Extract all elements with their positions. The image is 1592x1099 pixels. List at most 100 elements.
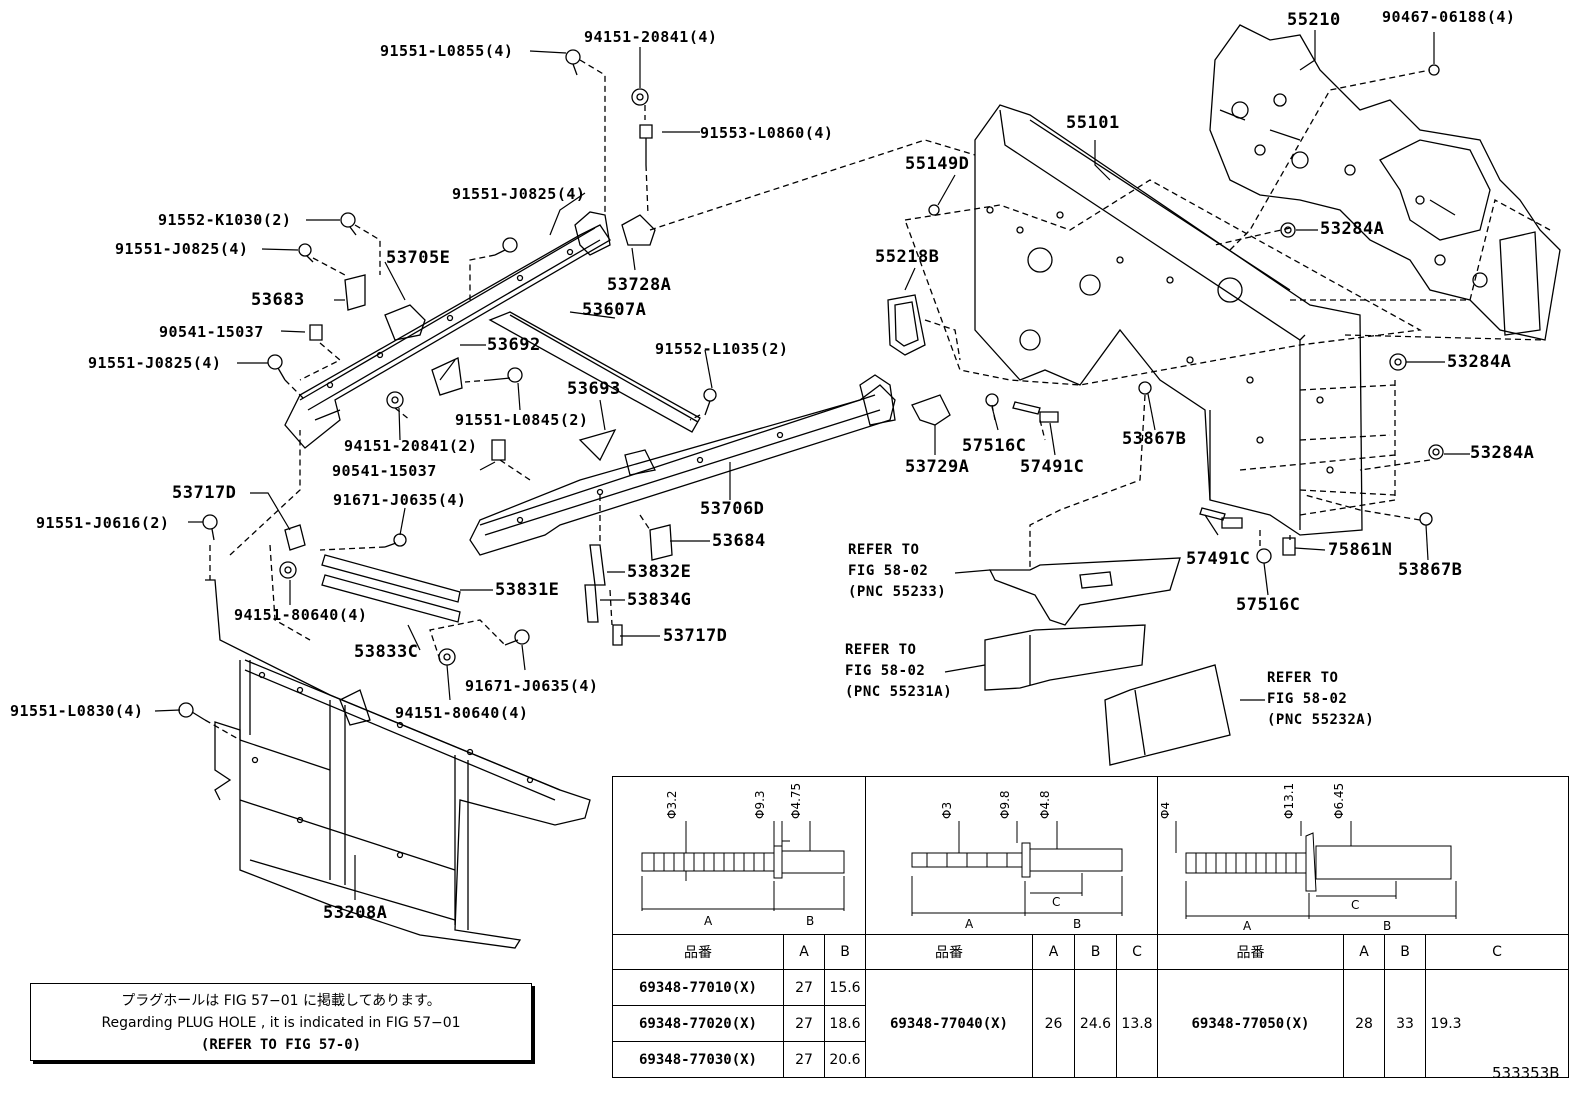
rivet3-dim-phi4: Φ4 [1161, 801, 1172, 818]
label-53284a-c: 53284A [1470, 443, 1535, 463]
bracket-53728a-drawing [621, 214, 656, 246]
label-53683: 53683 [251, 290, 305, 310]
rivet-drawing-3: Φ4 Φ13.1 Φ6.45 A B C [1161, 782, 1456, 931]
label-53284a-a: 53284A [1320, 219, 1385, 239]
label-90541-15037-b: 90541-15037 [332, 462, 437, 480]
label-91551-j0825-a: 91551-J0825(4) [452, 185, 586, 203]
rivet3-dim-phi6-45: Φ6.45 [1332, 782, 1346, 818]
label-57516c-a: 57516C [962, 436, 1027, 456]
label-57491c-a: 57491C [1020, 457, 1085, 477]
label-55149d: 55149D [905, 154, 970, 174]
g1-row2-part: 69348-77020(X) [613, 1006, 784, 1042]
g2-header-a: A [1033, 935, 1075, 970]
brace-53607a-drawing [488, 311, 701, 433]
rivet1-dim-phi9-3: Φ9.3 [753, 790, 767, 819]
label-53284a-b: 53284A [1447, 352, 1512, 372]
dash-panel-55101-drawing [974, 104, 1363, 536]
label-94151-80640-b: 94151-80640(4) [395, 704, 529, 722]
rail-53833c-drawing [321, 574, 461, 623]
g1-header-part: 品番 [613, 935, 784, 970]
note-line-refer: (REFER TO FIG 57-0) [200, 1037, 362, 1053]
label-53832e: 53832E [627, 562, 692, 582]
label-53693: 53693 [567, 379, 621, 399]
rivet2-dim-phi4-8: Φ4.8 [1038, 790, 1052, 819]
upper-frame-53705e-drawing [284, 211, 611, 449]
g2-header-c: C [1117, 935, 1158, 970]
g3-header-c: C [1426, 935, 1568, 970]
g1-row3-part: 69348-77030(X) [613, 1042, 784, 1077]
g3-part: 69348-77050(X) [1158, 970, 1344, 1077]
label-91671-j0635-a: 91671-J0635(4) [333, 491, 467, 509]
g2-header-b: B [1075, 935, 1117, 970]
g1-header-b: B [825, 935, 866, 970]
panel-55232a-drawing [1104, 664, 1231, 766]
rail-53831e-drawing [321, 554, 461, 603]
rivet2-dim-phi3: Φ3 [940, 801, 954, 818]
label-91551-l0855: 91551-L0855(4) [380, 42, 514, 60]
lower-frame-53706d-drawing [469, 374, 896, 556]
fasteners-drawing [178, 49, 1444, 721]
refer-to-55231a: REFER TO FIG 58-02 (PNC 55231A) [845, 642, 953, 700]
g3-a: 28 [1344, 970, 1385, 1077]
label-53867b-b: 53867B [1398, 560, 1463, 580]
label-53208a: 53208A [323, 903, 388, 923]
clip-53717d-drawing [612, 624, 623, 646]
label-55210: 55210 [1287, 10, 1341, 30]
g1-row1-part: 69348-77010(X) [613, 970, 784, 1006]
g1-row1-b: 15.6 [825, 970, 866, 1006]
rivet1-dim-a: A [704, 914, 713, 928]
label-94151-80640-a: 94151-80640(4) [234, 606, 368, 624]
rivet3-dim-a: A [1243, 919, 1252, 931]
label-55101: 55101 [1066, 113, 1120, 133]
rivet1-dim-phi3-2: Φ3.2 [665, 790, 679, 819]
apron-55233-drawing [988, 557, 1181, 626]
g2-header-part: 品番 [866, 935, 1033, 970]
g1-row2-b: 18.6 [825, 1006, 866, 1042]
label-91551-j0825-b: 91551-J0825(4) [115, 240, 249, 258]
leader-lines [154, 30, 1470, 900]
label-57491c-b: 57491C [1186, 549, 1251, 569]
rivet3-dim-phi13-1: Φ13.1 [1282, 782, 1296, 818]
label-91551-j0825-c: 91551-J0825(4) [88, 354, 222, 372]
bracket-53692-drawing [431, 357, 463, 396]
rivet-drawing-1: Φ3.2 Φ9.3 Φ4.75 A B [641, 782, 845, 928]
label-53705e: 53705E [386, 248, 451, 268]
g3-header-a: A [1344, 935, 1385, 970]
illustration-id: 533353B [1492, 1064, 1560, 1082]
label-91551-j0616: 91551-J0616(2) [36, 514, 170, 532]
label-53867b-a: 53867B [1122, 429, 1187, 449]
assembly-lines [204, 59, 1551, 741]
bracket-53683-drawing [344, 274, 366, 311]
label-53833c: 53833C [354, 642, 419, 662]
label-53607a: 53607A [582, 300, 647, 320]
bracket-53684-drawing [649, 524, 673, 561]
label-53692: 53692 [487, 335, 541, 355]
refer-to-55233: REFER TO FIG 58-02 (PNC 55233) [848, 542, 947, 600]
g2-a: 26 [1033, 970, 1075, 1077]
rivet1-dim-phi4-75: Φ4.75 [789, 782, 803, 818]
label-53706d: 53706D [700, 499, 765, 519]
panel-55231a-drawing [984, 624, 1146, 691]
g3-header-b: B [1385, 935, 1426, 970]
pad-53832e-drawing [589, 544, 606, 586]
rivet-drawing-2: Φ3 Φ9.8 Φ4.8 A B C [911, 790, 1122, 931]
bracket-53717d-drawing [284, 524, 306, 551]
bracket-53729a-drawing [911, 394, 951, 426]
label-53729a: 53729A [905, 457, 970, 477]
g1-row1-a: 27 [784, 970, 825, 1006]
plug-hole-note: プラグホールは FIG 57−01 に掲載してあります。 Regarding P… [30, 983, 532, 1061]
radiator-support-drawing [205, 579, 591, 949]
rivet3-dim-c: C [1351, 898, 1359, 912]
rivet2-dim-phi9-8: Φ9.8 [998, 790, 1012, 819]
note-line-japanese: プラグホールは FIG 57−01 に掲載してあります。 [121, 993, 441, 1009]
label-55218b: 55218B [875, 247, 940, 267]
g1-header-a: A [784, 935, 825, 970]
label-91671-j0635-b: 91671-J0635(4) [465, 677, 599, 695]
label-91552-l1035: 91552-L1035(2) [655, 340, 789, 358]
label-91551-l0830: 91551-L0830(4) [10, 702, 144, 720]
g2-part: 69348-77040(X) [866, 970, 1033, 1077]
label-53717d-a: 53717D [172, 483, 237, 503]
label-94151-20841-b: 94151-20841(2) [344, 437, 478, 455]
label-53831e: 53831E [495, 580, 560, 600]
label-53728a: 53728A [607, 275, 672, 295]
